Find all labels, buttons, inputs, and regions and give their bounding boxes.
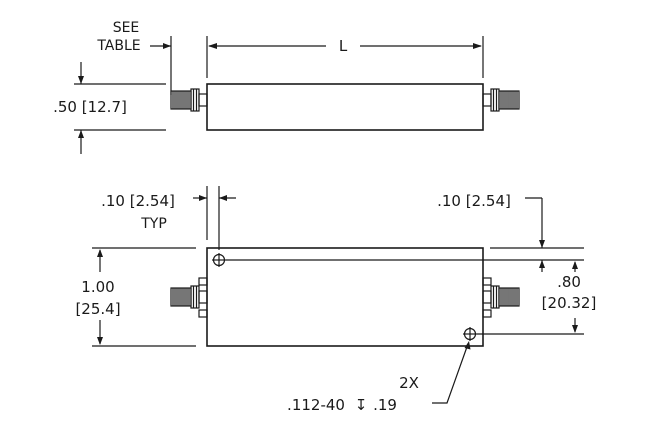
edge-offset-left-note: TYP bbox=[140, 216, 167, 232]
hole-depth-symbol: ↧ bbox=[355, 396, 368, 414]
width-label-line1: 1.00 bbox=[81, 278, 114, 296]
edge-offset-right-label: .10 [2.54] bbox=[437, 192, 511, 210]
see-table-label-line1: SEE bbox=[113, 20, 140, 36]
height-label: .50 [12.7] bbox=[53, 98, 127, 116]
hole-count-label: 2X bbox=[399, 374, 419, 392]
connector-left-side bbox=[170, 88, 208, 112]
mounting-hole-bottom-right bbox=[463, 327, 477, 341]
hole-spacing-line1: .80 bbox=[557, 273, 581, 291]
hole-depth-label: .19 bbox=[373, 396, 397, 414]
mounting-hole-top-left bbox=[212, 253, 226, 267]
width-label-line2: [25.4] bbox=[75, 300, 120, 318]
connector-right-top bbox=[482, 277, 520, 318]
filter-body-top bbox=[206, 247, 484, 347]
see-table-label-line2: TABLE bbox=[96, 38, 140, 54]
hole-spacing-line2: [20.32] bbox=[542, 294, 597, 312]
connector-left-top bbox=[170, 277, 208, 318]
side-view: SEE TABLE L .50 [12.7] bbox=[53, 20, 520, 154]
filter-body-side bbox=[206, 83, 484, 131]
length-label: L bbox=[339, 37, 348, 55]
edge-offset-left-label: .10 [2.54] bbox=[101, 192, 175, 210]
connector-right-side bbox=[482, 88, 520, 112]
top-view: .10 [2.54] TYP .10 [2.54] 1.00 [25.4] .8… bbox=[75, 186, 596, 414]
hole-thread-spec: .112-40 bbox=[287, 396, 345, 414]
